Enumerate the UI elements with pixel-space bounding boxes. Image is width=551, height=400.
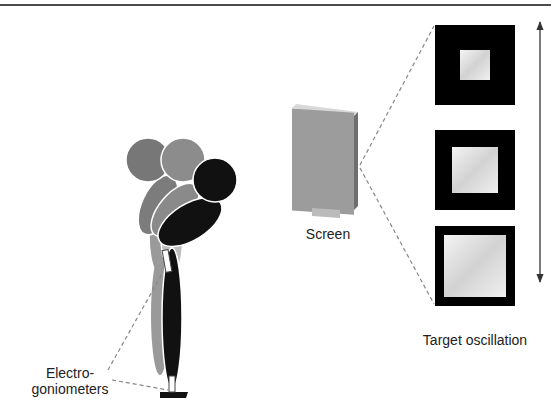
oscillation-arrow — [539, 22, 540, 282]
target-label: Target oscillation — [405, 332, 545, 348]
electrogoniometer-label: Electro- goniometers — [30, 365, 110, 397]
person-figure — [126, 138, 237, 398]
top-rule — [0, 4, 551, 6]
electrogoniometer — [162, 250, 172, 273]
leader-lines — [108, 26, 434, 390]
screen — [292, 104, 358, 218]
electrogoniometer — [169, 376, 175, 392]
target-frames — [435, 25, 515, 306]
screen-label: Screen — [288, 226, 368, 242]
